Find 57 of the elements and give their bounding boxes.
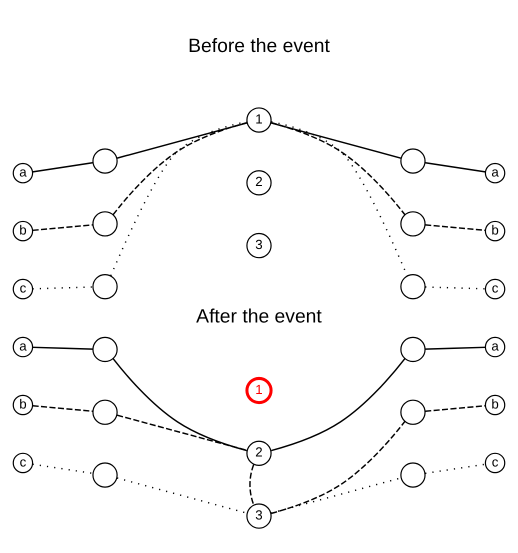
connector <box>425 162 486 172</box>
node-circle <box>400 462 426 488</box>
connector <box>32 346 93 350</box>
node-circle <box>92 273 118 299</box>
connector <box>116 476 248 514</box>
node-circle <box>400 336 426 362</box>
connector <box>425 286 486 290</box>
connector <box>271 358 406 451</box>
connector <box>110 120 247 276</box>
label: Before the event <box>188 36 330 57</box>
node-circle <box>92 148 118 174</box>
node-circle: 2 <box>246 170 272 195</box>
connector <box>271 420 406 514</box>
connector <box>425 346 486 350</box>
node-circle <box>92 462 118 488</box>
connector <box>116 122 248 158</box>
node-circle: 2 <box>246 440 272 466</box>
node-circle: b <box>484 220 506 241</box>
connector <box>32 224 93 231</box>
connector <box>32 286 93 290</box>
connector <box>271 122 406 215</box>
node-circle <box>92 210 118 236</box>
node-circle: c <box>12 278 34 299</box>
node-circle: 3 <box>246 502 272 528</box>
node-circle <box>92 399 118 424</box>
connector <box>32 404 93 412</box>
node-circle: b <box>12 220 34 241</box>
node-circle: b <box>12 394 34 415</box>
connector <box>270 122 402 158</box>
connector <box>425 463 486 474</box>
node-circle: 1 <box>246 106 272 132</box>
connector <box>32 162 93 172</box>
connector <box>112 358 247 451</box>
node-circle: a <box>12 336 34 357</box>
connector <box>116 414 248 451</box>
node-circle: 1 <box>245 376 273 404</box>
connector <box>249 464 254 505</box>
connector <box>270 476 402 514</box>
node-circle: c <box>12 452 34 473</box>
node-circle: c <box>484 452 506 473</box>
node-circle <box>400 399 426 424</box>
node-circle: a <box>484 162 506 183</box>
connector <box>112 122 247 215</box>
node-circle: b <box>484 394 506 415</box>
node-circle <box>400 210 426 236</box>
node-circle: a <box>12 162 34 183</box>
connector <box>271 120 408 276</box>
node-circle: a <box>484 336 506 357</box>
node-circle: c <box>484 278 506 299</box>
connector <box>425 404 486 412</box>
node-circle <box>400 273 426 299</box>
connector <box>425 224 486 231</box>
node-circle <box>400 148 426 174</box>
node-circle <box>92 336 118 362</box>
connector <box>32 463 93 474</box>
node-circle: 3 <box>246 232 272 258</box>
label: After the event <box>196 306 322 328</box>
